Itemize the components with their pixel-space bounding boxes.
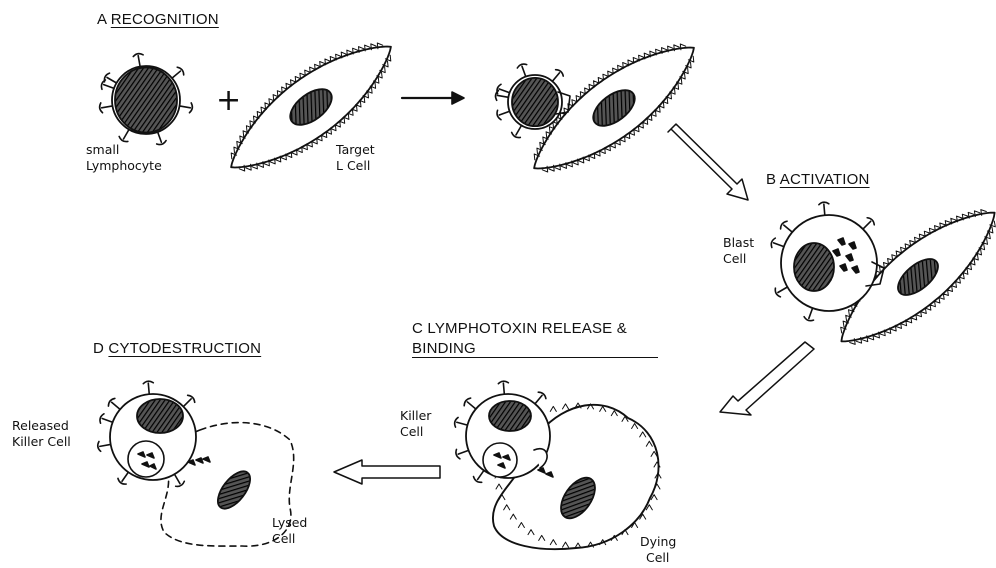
receptor-stalk [102, 106, 113, 108]
receptor-stalk [499, 89, 509, 93]
receptor-stalk [138, 56, 140, 67]
receptor-stalk [457, 422, 468, 425]
target-l-cell [231, 43, 391, 171]
receptor-stalk [774, 243, 784, 247]
released-killer-nucleus [137, 399, 183, 433]
lysed-nucleus [212, 466, 256, 514]
receptor-stalk [809, 308, 813, 318]
arrow-to-activation [668, 124, 748, 200]
receptor-stalk [458, 450, 468, 454]
nucleus [892, 252, 944, 301]
nucleus [115, 67, 177, 132]
nucleus [512, 78, 558, 126]
small-lymphocyte [100, 54, 193, 145]
receptor-stalk [535, 395, 542, 403]
receptor-stalk [552, 73, 559, 81]
arrow-to-release [720, 342, 814, 415]
receptor-stalk [863, 221, 871, 229]
receptor-stalk [158, 132, 162, 142]
receptor-stalk [516, 125, 522, 135]
receptor-stalk [467, 402, 475, 409]
receptor-stalk [179, 106, 190, 108]
receptor-stalk [104, 85, 114, 89]
blast-nucleus [794, 243, 834, 291]
receptor-stalk [499, 111, 509, 115]
receptor-stalk [784, 225, 792, 232]
receptor-stalk [122, 472, 128, 481]
receptor-stalk [778, 287, 788, 293]
arrow-to-cytodestruction [334, 460, 440, 484]
arrow-recognition-head [452, 92, 464, 104]
receptor-stalk [824, 204, 825, 215]
receptor-stalk [124, 129, 130, 139]
receptor-stalk [100, 444, 111, 446]
killer-vesicle [483, 443, 517, 477]
receptor-stalk [102, 419, 112, 423]
killer-nucleus [489, 401, 531, 431]
receptor-stalk [522, 66, 526, 76]
receptor-stalk [107, 78, 117, 84]
receptor-stalk [148, 383, 149, 394]
receptor-stalk [112, 402, 120, 409]
receptor-stalk [503, 383, 504, 394]
nucleus [587, 83, 641, 133]
released-killer-vesicle [128, 441, 164, 477]
receptor-stalk [175, 474, 181, 484]
receptor-stalk [172, 71, 180, 78]
receptor-stalk [183, 399, 191, 407]
nucleus [284, 82, 338, 132]
receptor-stalk [498, 95, 509, 97]
receptor-stalk [478, 470, 484, 479]
